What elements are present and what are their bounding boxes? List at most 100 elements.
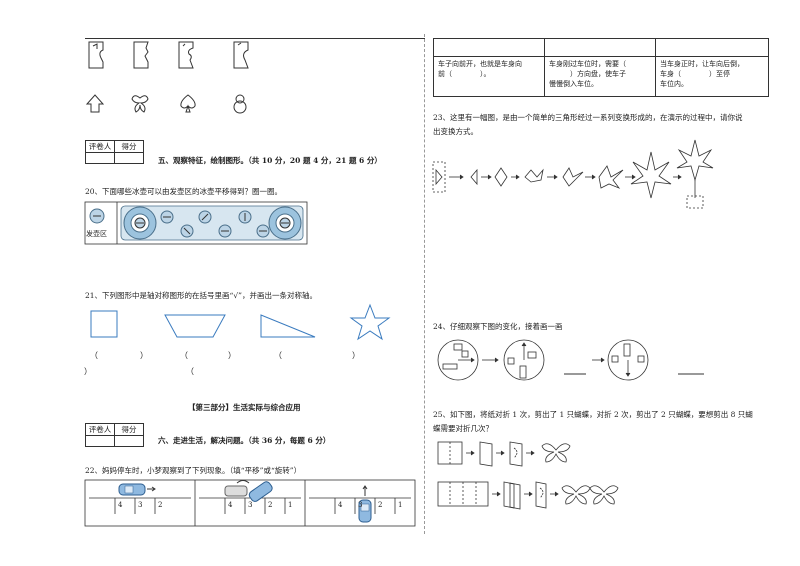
parking-answer-table: 车子向前开，也就是车身向 前（ ）。 车身刚过车位时，需要（ ）方向盘，使车子 …	[433, 38, 769, 97]
car-turning	[224, 480, 273, 502]
arrow-7	[673, 174, 682, 180]
slot-b-3: 3	[248, 501, 253, 509]
step-5	[562, 167, 584, 187]
grader-label: 评卷人	[85, 423, 115, 436]
folded-shape-3	[178, 41, 194, 69]
curling-stone-4	[218, 224, 232, 238]
slot-c-1: 1	[398, 501, 403, 509]
arrow-6	[625, 174, 636, 180]
step-6	[598, 165, 624, 189]
slot-b-2: 2	[268, 501, 273, 509]
step-7	[630, 151, 672, 199]
slot-c-3: 3	[358, 501, 363, 509]
grader-cell[interactable]	[85, 152, 115, 164]
final-flower-pot	[676, 139, 714, 209]
square-shape	[90, 310, 118, 338]
score-label: 得分	[114, 423, 144, 436]
section6-title: 六、走进生活，解决问题。（共 36 分，每题 6 分）	[158, 436, 331, 445]
grader-cell[interactable]	[85, 435, 115, 447]
paren-2-close: ）	[228, 351, 236, 360]
pattern-circle-3	[607, 339, 649, 381]
q25-text-line1: 25、如下图，将纸对折 1 次，剪出了 1 只蝴蝶，对折 2 次，剪出了 2 只…	[433, 410, 753, 419]
arrow-3	[511, 174, 520, 180]
q24-text: 24、仔细观察下图的变化，接着画一画	[433, 322, 563, 331]
curling-stone-5	[238, 210, 252, 224]
triangle-transform-sequence	[432, 139, 714, 209]
arrow-4	[547, 174, 558, 180]
slot-a-4: 4	[118, 501, 123, 509]
circle-pattern-sequence	[437, 339, 704, 381]
butterfly-folding-diagram	[437, 441, 619, 510]
folded-shape-1	[88, 41, 104, 69]
paren-3-close: ）	[84, 367, 92, 376]
butterfly-2	[561, 485, 591, 505]
fold-twice-row	[437, 481, 619, 510]
arrow-1	[449, 174, 464, 180]
arrow-2	[481, 174, 492, 180]
q23-text-line1: 23、这里有一幅图，是由一个简单的三角形经过一系列变换形成的，在演示的过程中，请…	[433, 113, 743, 122]
right-triangle-shape	[260, 314, 316, 338]
answer-cell-forward[interactable]: 车子向前开，也就是车身向 前（ ）。	[433, 56, 545, 97]
step-3	[494, 167, 508, 187]
slot-a-2: 2	[158, 501, 163, 509]
launch-stone	[89, 208, 105, 224]
folded-shape-4	[233, 41, 249, 69]
grader-label: 评卷人	[85, 140, 115, 153]
parking-panels	[84, 479, 416, 527]
score-label: 得分	[114, 140, 144, 153]
arrow-1	[482, 357, 499, 363]
curling-stone-3	[198, 210, 212, 224]
step-2	[470, 168, 478, 186]
top-rule	[85, 38, 425, 39]
slot-b-1: 1	[288, 501, 293, 509]
paren-4-open: （	[186, 367, 194, 376]
launch-area-label: 发壶区	[86, 230, 107, 238]
arrow-5	[585, 174, 596, 180]
result-shapes	[85, 94, 247, 114]
spade-shape	[180, 94, 196, 113]
paren-1-open: （	[90, 351, 98, 360]
curling-panel	[84, 201, 308, 245]
star-shape	[349, 303, 391, 341]
target-left	[123, 206, 157, 240]
score-box-section5: 评卷人 得分	[85, 140, 144, 164]
curling-stone-1	[160, 210, 174, 224]
answer-cell-reverse[interactable]: 当车身正时，让车向后倒， 车身（ ）至停 车位内。	[655, 56, 769, 97]
trapezoid-shape	[164, 314, 226, 338]
folded-paper-figures	[88, 41, 249, 69]
pattern-circle-1	[437, 339, 479, 381]
score-box-section6: 评卷人 得分	[85, 423, 144, 447]
step-4	[524, 168, 544, 183]
arrow-2	[592, 357, 605, 363]
car-moving-forward	[118, 483, 156, 496]
curling-stone-2	[180, 224, 194, 238]
q25-text-line2: 蝶需要对折几次？	[433, 424, 493, 433]
part3-title: 【第三部分】生活实际与综合应用	[188, 403, 301, 412]
paren-2-open: （	[180, 351, 188, 360]
paren-3-open: （	[274, 351, 282, 360]
arrow-shape	[85, 94, 105, 113]
q20-text: 20、下面哪些冰壶可以由发壶区的冰壶平移得到？圈一圈。	[85, 187, 283, 196]
folded-shape-2	[133, 41, 149, 69]
slot-a-3: 3	[138, 501, 143, 509]
target-right	[268, 206, 302, 240]
gourd-shape	[233, 94, 247, 114]
column-divider	[424, 34, 425, 534]
symmetry-shapes	[90, 303, 391, 341]
pattern-circle-2	[503, 339, 545, 381]
paren-4-close: ）	[352, 351, 360, 360]
curling-stone-6	[256, 224, 270, 238]
score-cell[interactable]	[114, 435, 144, 447]
answer-cell-steer[interactable]: 车身刚过车位时，需要（ ）方向盘，使车子 慢慢倒入车位。	[544, 56, 656, 97]
q21-text: 21、下列图形中是轴对称图形的在括号里画“√”，并画出一条对称轴。	[85, 291, 317, 300]
fold-once-row	[437, 441, 571, 467]
car-parked	[358, 485, 372, 523]
score-cell[interactable]	[114, 152, 144, 164]
q23-text-line2: 出变换方式。	[433, 127, 478, 136]
slot-b-4: 4	[228, 501, 233, 509]
q22-text: 22、妈妈停车时，小梦观察到了下列现象。（填“平移”或“旋转”）	[85, 466, 302, 475]
butterfly-1	[541, 443, 571, 463]
butterfly-shape	[131, 95, 149, 113]
section5-title: 五、观察特征，绘制图形。（共 10 分，20 题 4 分，21 题 6 分）	[158, 156, 382, 165]
slot-c-4: 4	[338, 501, 343, 509]
